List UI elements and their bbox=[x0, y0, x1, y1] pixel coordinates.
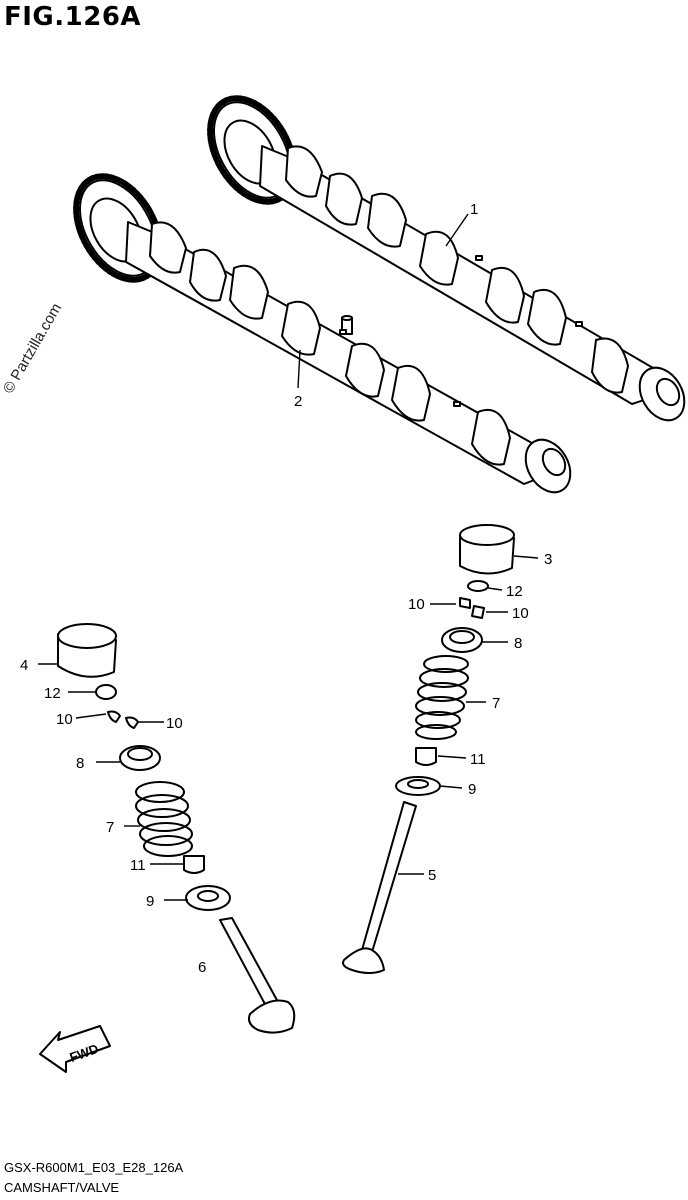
callout-11-right: 11 bbox=[470, 751, 486, 768]
spring-7-right bbox=[415, 655, 469, 740]
tappet-4 bbox=[57, 623, 117, 678]
callout-7-right: 7 bbox=[492, 695, 500, 712]
exploded-parts-diagram: FWD 1 2 3 12 10 10 8 7 11 9 5 4 12 bbox=[20, 95, 686, 1073]
valve-assembly-right bbox=[342, 524, 515, 974]
drawing-name: CAMSHAFT/VALVE bbox=[4, 1180, 120, 1195]
retainer-8-right bbox=[441, 627, 483, 653]
camshaft-1 bbox=[207, 95, 686, 422]
tappet-3 bbox=[459, 524, 515, 575]
spring-7-left bbox=[135, 781, 193, 857]
fwd-arrow-icon bbox=[39, 1025, 111, 1073]
callout-4: 4 bbox=[20, 657, 28, 674]
callout-11-left: 11 bbox=[130, 857, 146, 874]
callout-2: 2 bbox=[294, 393, 302, 410]
drawing-code: GSX-R600M1_E03_E28_126A bbox=[4, 1160, 184, 1175]
shim-12-right bbox=[467, 580, 489, 592]
callout-8-right: 8 bbox=[514, 635, 522, 652]
valve-5 bbox=[342, 801, 417, 974]
callout-6: 6 bbox=[198, 959, 206, 976]
camshaft-2 bbox=[73, 173, 572, 494]
callout-12-left: 12 bbox=[44, 685, 61, 702]
callout-10-right-b: 10 bbox=[512, 605, 529, 622]
retainer-8-left bbox=[119, 745, 161, 771]
callout-10-left-a: 10 bbox=[56, 711, 73, 728]
valve-assembly-left bbox=[57, 623, 296, 1034]
figure-title: FIG.126A bbox=[4, 2, 142, 32]
cotter-10-left-b bbox=[125, 716, 139, 729]
shim-12-left bbox=[95, 684, 117, 700]
callout-8-left: 8 bbox=[76, 755, 84, 772]
cotter-10-left-a bbox=[107, 710, 121, 723]
seal-11-left bbox=[183, 855, 205, 874]
valve-6 bbox=[219, 917, 296, 1034]
callout-1: 1 bbox=[470, 201, 478, 218]
seal-11-right bbox=[415, 747, 437, 766]
callout-7-left: 7 bbox=[106, 819, 114, 836]
callout-9-left: 9 bbox=[146, 893, 154, 910]
callout-9-right: 9 bbox=[468, 781, 476, 798]
callout-5: 5 bbox=[428, 867, 436, 884]
callout-10-right-a: 10 bbox=[408, 596, 425, 613]
cotter-10-right-b bbox=[471, 605, 485, 619]
cotter-10-right-a bbox=[459, 597, 471, 609]
callout-12-right: 12 bbox=[506, 583, 523, 600]
callout-10-left-b: 10 bbox=[166, 715, 183, 732]
leader-lines bbox=[38, 213, 539, 901]
callout-3: 3 bbox=[544, 551, 552, 568]
